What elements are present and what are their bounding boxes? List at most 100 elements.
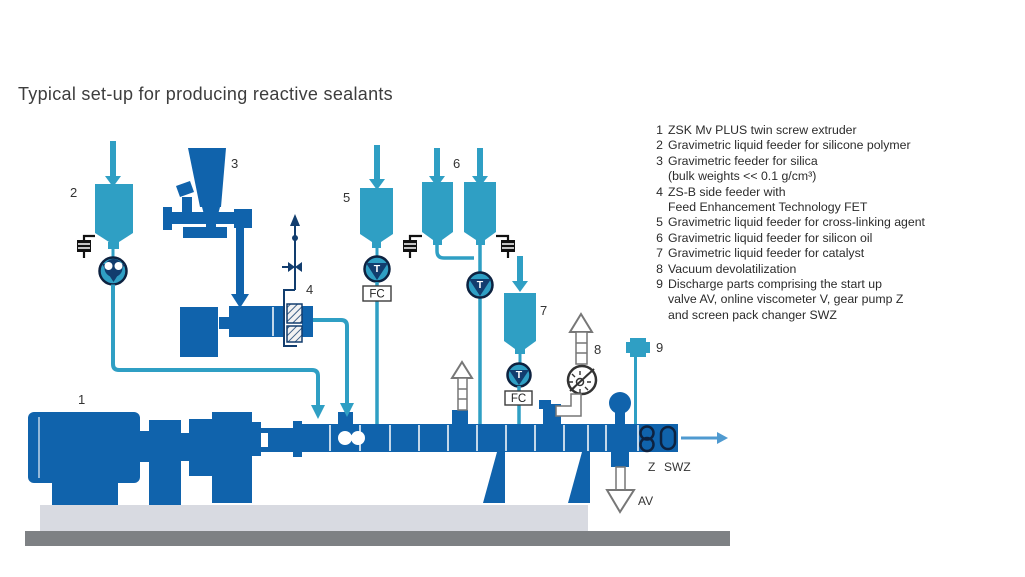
legend-item-9: 9 Discharge parts comprising the start u… <box>654 277 925 323</box>
inlet-arrow-shaft <box>110 141 116 177</box>
shaft-coupling <box>268 431 293 450</box>
twin-screw-circle-right <box>351 431 365 445</box>
legend-number: 8 <box>656 261 663 276</box>
label-swz: SWZ <box>664 460 691 474</box>
feeder-5-group: T FC 5 <box>343 145 393 424</box>
legend-line: valve AV, online viscometer V, gear pump… <box>668 292 904 307</box>
motor-pedestal <box>52 483 118 505</box>
tank-cone-right <box>464 232 496 240</box>
liquid-tank <box>360 188 393 234</box>
vent-line-dot <box>292 235 298 241</box>
liquid-tank <box>504 293 536 341</box>
top-component-line <box>634 357 637 424</box>
legend-number: 6 <box>656 230 663 245</box>
vent-arrow-icon <box>450 360 474 379</box>
floor-strip <box>25 531 730 546</box>
tank-cone <box>95 233 133 242</box>
coupling-b <box>181 433 189 461</box>
side-feeder-body <box>229 306 283 337</box>
feed-pipe-arrow <box>311 405 325 419</box>
callout-5: 5 <box>343 190 350 205</box>
feed-pipe <box>111 284 320 406</box>
legend-number: 9 <box>656 277 663 292</box>
tank-cone <box>360 234 393 242</box>
top-component-tab-left <box>626 342 630 353</box>
pump-dot-right <box>114 262 123 270</box>
drop-arrow-shaft <box>236 224 244 296</box>
legend-line: Gravimetric liquid feeder for cross-link… <box>668 215 925 230</box>
inlet-arrow-shaft-right <box>477 148 483 178</box>
label-z: Z <box>648 460 655 474</box>
callout-9: 9 <box>656 340 663 355</box>
vent-pipe <box>457 377 468 411</box>
side-feed-pipe <box>313 318 349 404</box>
valve-body-right <box>501 240 515 252</box>
tank-stub <box>108 242 119 249</box>
gear-pump-z-top <box>639 425 655 441</box>
vacuum-elbow-pipe <box>555 393 582 417</box>
liquid-tank-left <box>422 182 453 232</box>
barrel-leg-2 <box>568 452 590 503</box>
legend-item-7: 7 Gravimetric liquid feeder for catalyst <box>654 246 925 261</box>
screw-feeder-tube <box>164 212 250 224</box>
top-component-tab-right <box>646 342 650 353</box>
inlet-arrow-head <box>105 176 121 187</box>
callout-3: 3 <box>231 156 238 171</box>
pump-letter: T <box>477 279 484 291</box>
tank-stub-left <box>433 240 442 245</box>
vent-valve-left <box>288 262 295 272</box>
av-port <box>611 452 629 467</box>
callout-8: 8 <box>594 342 601 357</box>
inlet-arrow-head-left <box>429 176 445 187</box>
feeder-2-group: 2 <box>70 141 325 419</box>
fet-vent-arrow-up <box>290 214 300 226</box>
vacuum-pump-diagonal <box>569 368 595 392</box>
machine-base <box>25 505 730 546</box>
drop-arrow-head <box>231 294 249 308</box>
shaft-rail-top <box>261 428 295 433</box>
tank-cone <box>504 341 536 349</box>
vacuum-group: 8 <box>555 312 601 417</box>
legend-line: (bulk weights << 0.1 g/cm³) <box>668 169 817 184</box>
fc-box <box>504 390 533 406</box>
legend-line: Gravimetric liquid feeder for silicone p… <box>668 138 911 153</box>
callout-6: 6 <box>453 156 460 171</box>
vacuum-arrow-icon <box>568 312 594 333</box>
barrel-leg-1 <box>483 452 505 503</box>
page-title: Typical set-up for producing reactive se… <box>18 84 393 104</box>
pump-letter: T <box>374 263 381 275</box>
feed-port-side <box>338 412 353 425</box>
top-component <box>630 338 646 357</box>
legend-line: Gravimetric feeder for silica <box>668 153 818 168</box>
tank-cone-left <box>422 232 453 240</box>
vacuum-pump-sun <box>575 377 585 387</box>
callout-1: 1 <box>78 392 85 407</box>
pump-triangle <box>469 279 491 296</box>
vacuum-pipe-segments <box>576 342 587 354</box>
tank-stub-right <box>476 240 485 245</box>
tube-left-cap <box>163 207 172 230</box>
legend-line: Vacuum devolatilization <box>668 261 797 276</box>
extruder-motor <box>28 412 140 483</box>
drive-block <box>149 420 181 505</box>
screen-changer-swz <box>659 425 677 451</box>
side-feeder-head <box>302 306 313 337</box>
vacuum-pipe <box>575 331 588 365</box>
side-feeder-motor <box>180 307 218 357</box>
pump-dot-left <box>104 262 113 270</box>
agitator-motor <box>176 181 194 197</box>
legend-number: 5 <box>656 215 663 230</box>
legend-line: Gravimetric liquid feeder for catalyst <box>668 246 865 261</box>
legend-item-6: 6 Gravimetric liquid feeder for silicon … <box>654 231 925 246</box>
tank-stub <box>515 349 525 354</box>
fet-bracket <box>283 289 297 347</box>
viscometer-sphere <box>609 392 631 414</box>
legend-line: and screen pack changer SWZ <box>668 307 837 322</box>
silica-hopper <box>188 148 226 207</box>
fc-label: FC <box>511 393 526 405</box>
fc-label: FC <box>369 289 384 301</box>
vent-port <box>452 410 468 425</box>
inlet-arrow-head-right <box>472 176 488 187</box>
side-feeder-coupling <box>219 317 229 329</box>
